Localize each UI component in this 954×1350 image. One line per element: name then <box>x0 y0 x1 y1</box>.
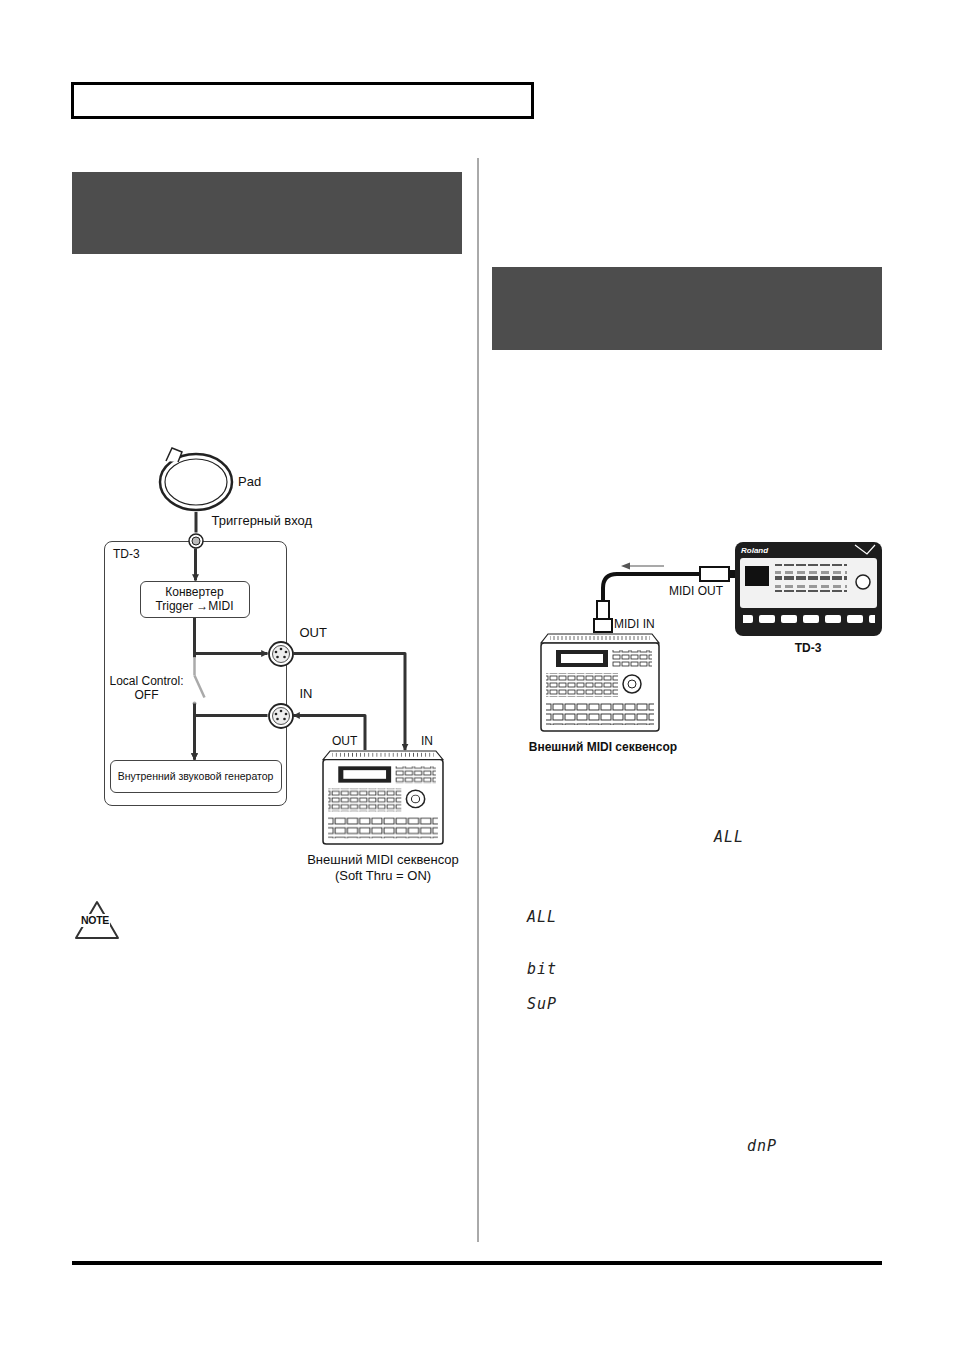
display-readout: SuP <box>527 995 557 1013</box>
midi-cable <box>603 574 735 633</box>
connector <box>294 716 366 751</box>
connector-line <box>195 716 268 760</box>
section-band <box>492 267 882 350</box>
node-text: Конвертер Trigger →MIDI <box>149 585 241 614</box>
midi-out-jack: OUT <box>268 641 294 667</box>
port-label: MIDI IN <box>614 617 655 631</box>
switch-lever <box>195 676 205 698</box>
column-divider <box>478 158 479 1242</box>
direction-arrow <box>621 563 630 570</box>
note-icon <box>76 902 118 938</box>
connector <box>195 549 196 581</box>
node-text: OUT <box>300 625 327 641</box>
connector-line <box>195 618 268 654</box>
switch-line <box>193 658 196 676</box>
node-text: Внешний MIDI секвенсор (Soft Thru = ON) <box>298 852 468 883</box>
display-readout: ALL <box>527 908 557 926</box>
converter-box: Конвертер Trigger →MIDI <box>140 581 250 618</box>
port-label: MIDI OUT <box>669 584 723 598</box>
brand-logo: Roland <box>741 546 768 556</box>
node-text: Триггерный вход <box>212 513 313 529</box>
footer-rule <box>72 1261 882 1265</box>
midi-in-jack: IN <box>268 703 294 729</box>
connector <box>294 654 406 751</box>
display-readout: dnP <box>747 1137 777 1155</box>
edge-label: Local Control: OFF <box>107 674 187 703</box>
midi-plug <box>700 567 729 581</box>
midi-sequencer: Внешний MIDI секвенсор <box>540 633 660 733</box>
td3-module: TD-3 <box>735 542 882 636</box>
connector-line <box>195 512 198 533</box>
node-text: TD-3 <box>113 547 140 561</box>
connector <box>196 512 197 533</box>
midi-plug <box>594 619 612 632</box>
connector-line <box>294 654 406 751</box>
header-box <box>73 84 533 118</box>
connector <box>603 574 735 633</box>
trigger-jack: Триггерный вход <box>188 533 204 549</box>
display-readout: ALL <box>714 828 744 846</box>
direction-arrow <box>628 565 664 566</box>
port-label: IN <box>421 734 433 748</box>
note-label: NOTE <box>80 914 110 927</box>
midi-plug <box>729 570 735 578</box>
node-text: IN <box>300 686 313 702</box>
node-text: Внешний MIDI секвенсор <box>518 740 688 754</box>
connector-line <box>193 618 196 658</box>
sound-generator-box: Внутренний звуковой генератор <box>110 760 282 793</box>
connector <box>195 716 268 760</box>
node-text: TD-3 <box>763 641 853 655</box>
section-band <box>72 172 462 254</box>
connector-line <box>294 716 366 751</box>
drum-pad: Pad <box>158 446 234 512</box>
node-text: Pad <box>238 474 261 490</box>
midi-sequencer: Внешний MIDI секвенсор (Soft Thru = ON) <box>322 750 444 846</box>
connector-line <box>194 549 197 581</box>
midi-plug <box>597 601 609 619</box>
port-label: OUT <box>332 734 357 748</box>
node-text: Внутренний звуковой генератор <box>118 770 274 783</box>
display-readout: bit <box>527 960 557 978</box>
connector <box>195 618 268 654</box>
